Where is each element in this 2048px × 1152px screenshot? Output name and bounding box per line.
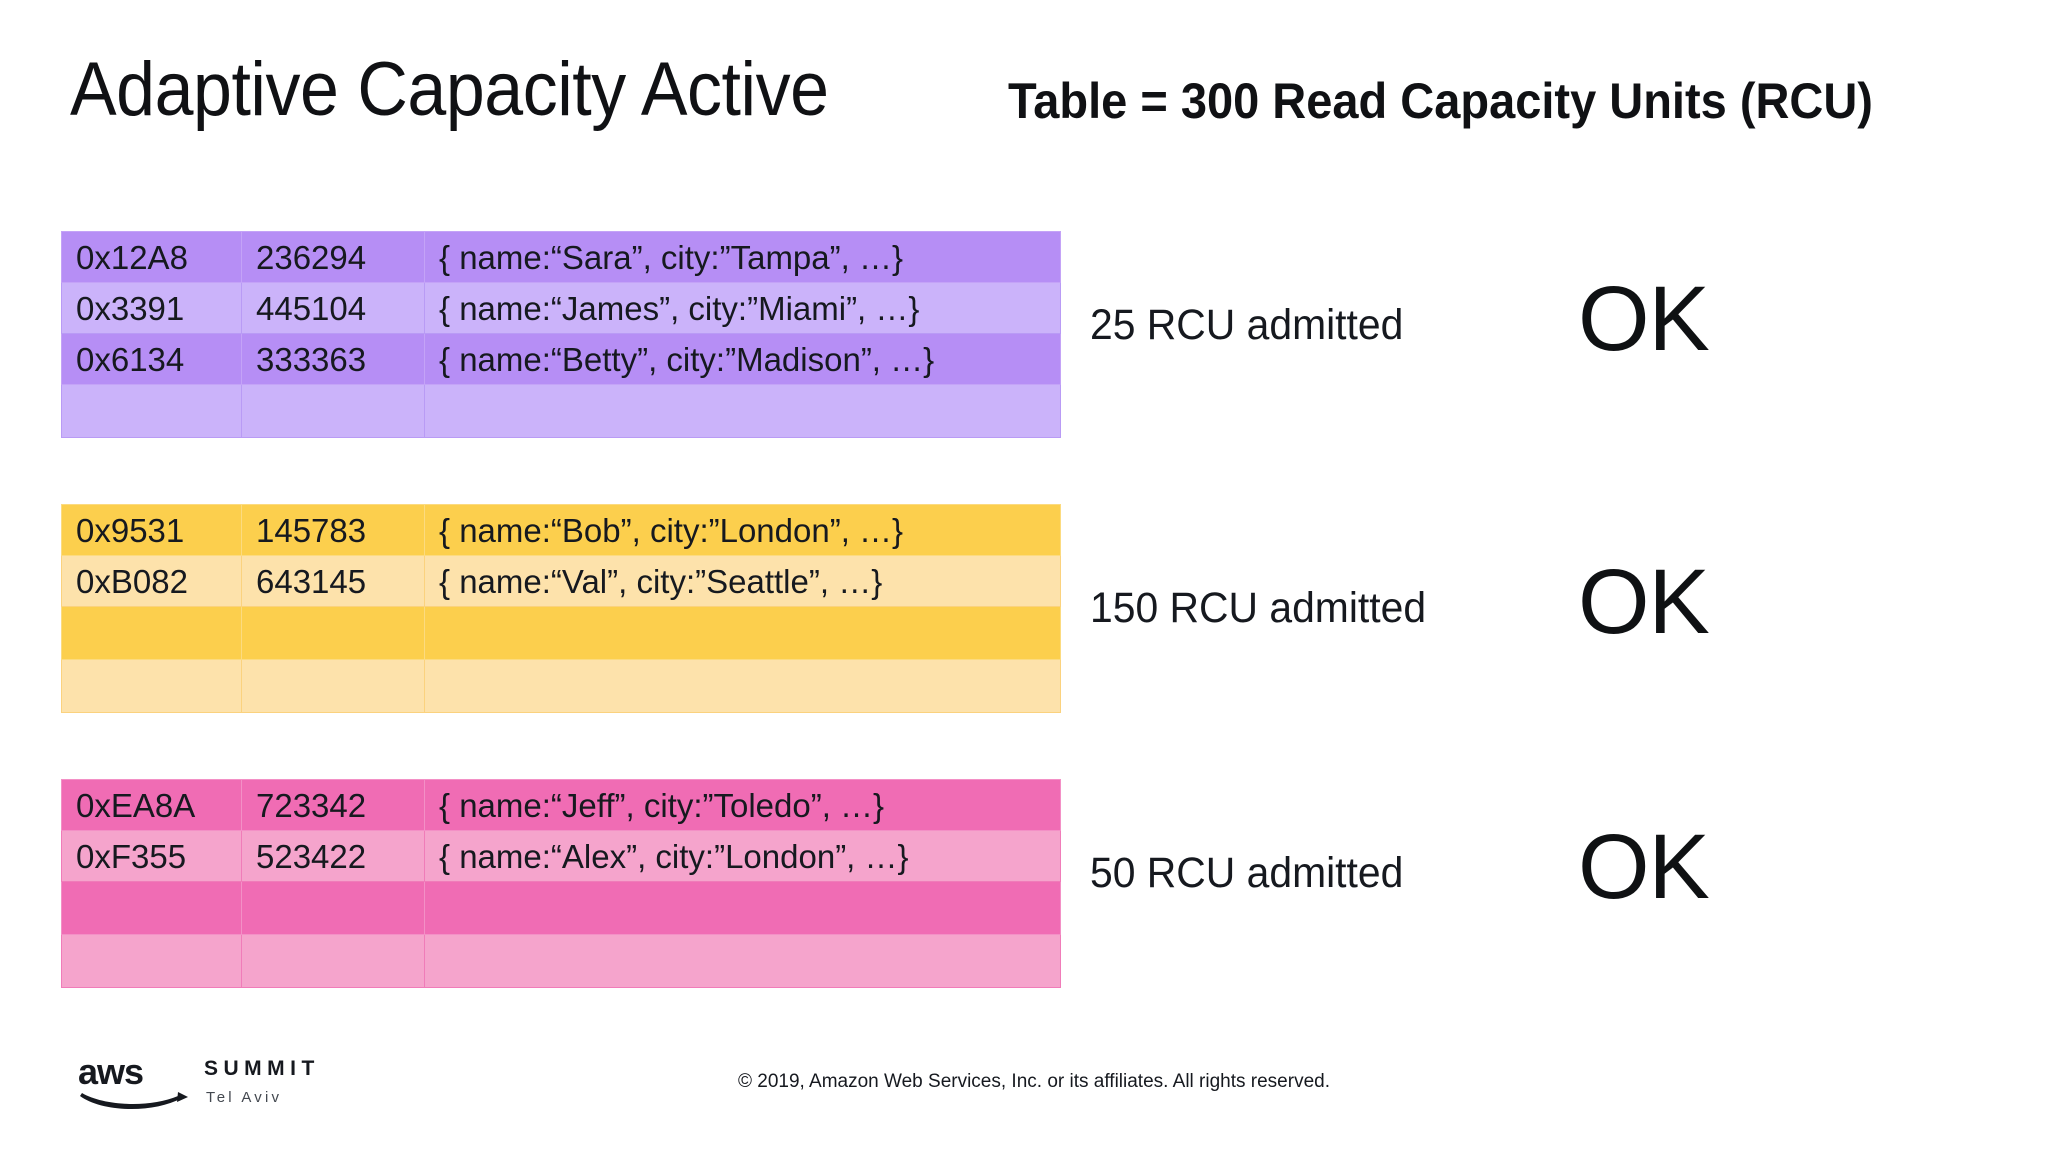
cell-number: 723342 bbox=[241, 779, 425, 831]
cell-key: 0xB082 bbox=[61, 555, 242, 607]
partition-table-purple: 0x12A8 236294 { name:“Sara”, city:”Tampa… bbox=[61, 231, 1061, 438]
rcu-admitted-label-purple: 25 RCU admitted bbox=[1090, 301, 1404, 349]
slide-header: Adaptive Capacity Active Table = 300 Rea… bbox=[0, 0, 2048, 190]
cell-key: 0xF355 bbox=[61, 830, 242, 882]
cell-number: 145783 bbox=[241, 504, 425, 556]
summit-location: Tel Aviv bbox=[206, 1089, 283, 1106]
cell-item bbox=[424, 934, 1061, 988]
cell-item bbox=[424, 659, 1061, 713]
table-row: 0xEA8A 723342 { name:“Jeff”, city:”Toled… bbox=[61, 779, 1061, 831]
cell-number bbox=[241, 384, 425, 438]
table-row: 0xB082 643145 { name:“Val”, city:”Seattl… bbox=[61, 555, 1061, 607]
page-title: Adaptive Capacity Active bbox=[70, 47, 829, 132]
cell-key: 0x9531 bbox=[61, 504, 242, 556]
cell-key bbox=[61, 659, 242, 713]
cell-key bbox=[61, 384, 242, 438]
cell-item: { name:“Val”, city:”Seattle”, …} bbox=[424, 555, 1061, 607]
status-badge-orange: OK bbox=[1578, 551, 1710, 653]
cell-number: 333363 bbox=[241, 333, 425, 385]
cell-item: { name:“Alex”, city:”London”, …} bbox=[424, 830, 1061, 882]
cell-item: { name:“Betty”, city:”Madison”, …} bbox=[424, 333, 1061, 385]
slide-footer: aws SUMMIT Tel Aviv © 2019, Amazon Web S… bbox=[0, 1032, 2048, 1152]
cell-key: 0x3391 bbox=[61, 282, 242, 334]
summit-wordmark: SUMMIT bbox=[204, 1057, 320, 1080]
cell-key bbox=[61, 881, 242, 935]
partition-table-orange: 0x9531 145783 { name:“Bob”, city:”London… bbox=[61, 504, 1061, 713]
cell-number bbox=[241, 881, 425, 935]
cell-item bbox=[424, 881, 1061, 935]
status-badge-pink: OK bbox=[1578, 816, 1710, 918]
cell-key bbox=[61, 606, 242, 660]
copyright-text: © 2019, Amazon Web Services, Inc. or its… bbox=[737, 1071, 1330, 1092]
cell-key: 0x6134 bbox=[61, 333, 242, 385]
table-row-empty bbox=[61, 659, 1061, 713]
cell-number bbox=[241, 934, 425, 988]
table-capacity-subtitle: Table = 300 Read Capacity Units (RCU) bbox=[1008, 73, 1873, 129]
cell-number: 523422 bbox=[241, 830, 425, 882]
aws-summit-logo: aws SUMMIT Tel Aviv bbox=[78, 1052, 314, 1120]
cell-item: { name:“Sara”, city:”Tampa”, …} bbox=[424, 231, 1061, 283]
cell-item bbox=[424, 384, 1061, 438]
cell-item: { name:“Jeff”, city:”Toledo”, …} bbox=[424, 779, 1061, 831]
cell-item: { name:“Bob”, city:”London”, …} bbox=[424, 504, 1061, 556]
svg-text:aws: aws bbox=[78, 1052, 143, 1092]
table-row-empty bbox=[61, 384, 1061, 438]
table-row-empty bbox=[61, 881, 1061, 935]
table-row: 0x6134 333363 { name:“Betty”, city:”Madi… bbox=[61, 333, 1061, 385]
cell-number bbox=[241, 659, 425, 713]
status-badge-purple: OK bbox=[1578, 268, 1710, 370]
cell-number: 445104 bbox=[241, 282, 425, 334]
cell-number: 643145 bbox=[241, 555, 425, 607]
table-row-empty bbox=[61, 934, 1061, 988]
cell-number: 236294 bbox=[241, 231, 425, 283]
table-row: 0xF355 523422 { name:“Alex”, city:”Londo… bbox=[61, 830, 1061, 882]
cell-number bbox=[241, 606, 425, 660]
aws-logo-icon: aws bbox=[78, 1052, 188, 1110]
cell-key: 0xEA8A bbox=[61, 779, 242, 831]
partition-table-pink: 0xEA8A 723342 { name:“Jeff”, city:”Toled… bbox=[61, 779, 1061, 988]
table-row: 0x3391 445104 { name:“James”, city:”Miam… bbox=[61, 282, 1061, 334]
cell-item: { name:“James”, city:”Miami”, …} bbox=[424, 282, 1061, 334]
table-row: 0x12A8 236294 { name:“Sara”, city:”Tampa… bbox=[61, 231, 1061, 283]
table-row-empty bbox=[61, 606, 1061, 660]
cell-key: 0x12A8 bbox=[61, 231, 242, 283]
table-row: 0x9531 145783 { name:“Bob”, city:”London… bbox=[61, 504, 1061, 556]
cell-item bbox=[424, 606, 1061, 660]
rcu-admitted-label-orange: 150 RCU admitted bbox=[1090, 584, 1427, 632]
cell-key bbox=[61, 934, 242, 988]
rcu-admitted-label-pink: 50 RCU admitted bbox=[1090, 849, 1404, 897]
